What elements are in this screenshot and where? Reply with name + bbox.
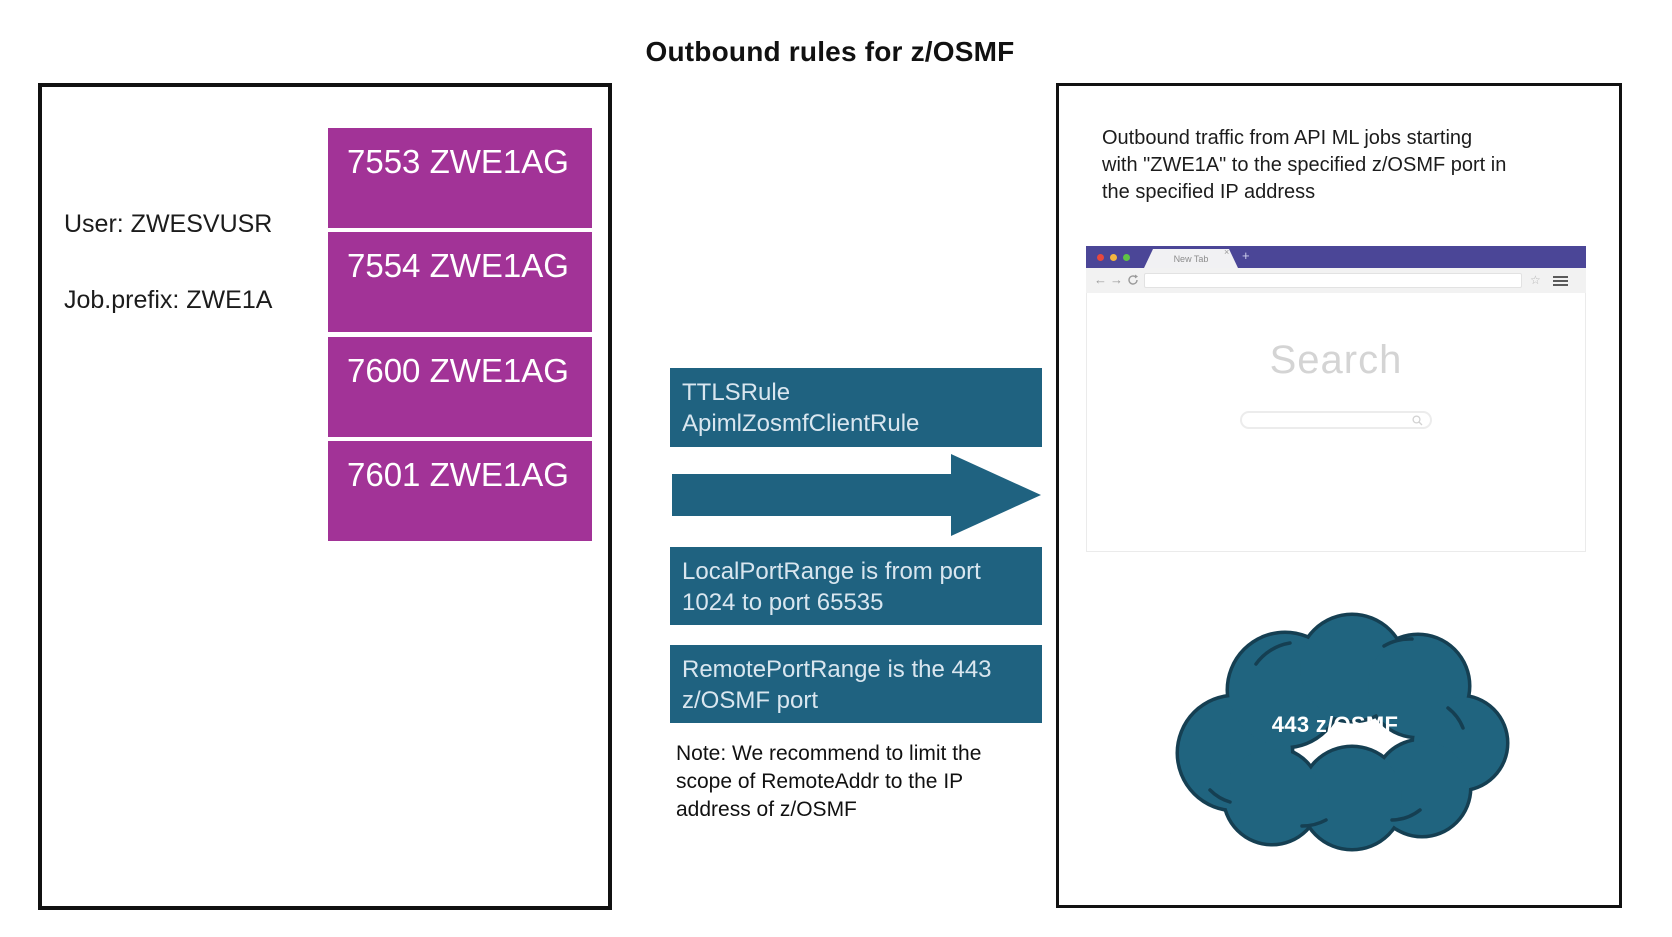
local-port-range-box: LocalPortRange is from port 1024 to port… <box>670 547 1042 625</box>
browser-toolbar: ← → ☆ <box>1086 268 1586 293</box>
tab-close-icon[interactable]: × <box>1224 247 1230 257</box>
zosmf-destination-panel: Outbound traffic from API ML jobs starti… <box>1056 83 1622 908</box>
search-magnifier-icon <box>1412 415 1423 426</box>
search-heading: Search <box>1269 338 1403 382</box>
reload-icon[interactable] <box>1127 274 1139 286</box>
browser-tab[interactable]: New Tab <box>1144 249 1238 268</box>
bookmark-star-icon[interactable]: ☆ <box>1530 273 1541 287</box>
back-icon[interactable]: ← <box>1094 272 1107 287</box>
traffic-light-red-icon <box>1097 254 1104 261</box>
browser-content: Search <box>1086 293 1586 552</box>
page-title: Outbound rules for z/OSMF <box>645 36 1015 67</box>
traffic-light-green-icon <box>1123 254 1130 261</box>
remote-port-range-box: RemotePortRange is the 443 z/OSMF port <box>670 645 1042 723</box>
destination-description: Outbound traffic from API ML jobs starti… <box>1102 127 1507 203</box>
user-label: User: ZWESVUSR <box>64 210 273 238</box>
port-box: 7554 ZWE1AG <box>328 232 592 332</box>
url-bar[interactable] <box>1144 273 1522 288</box>
flow-arrow-icon <box>672 454 1041 536</box>
note-text: Note: We recommend to limit the scope of… <box>676 742 982 821</box>
port-box: 7553 ZWE1AG <box>328 128 592 228</box>
browser-titlebar: New Tab × + <box>1086 246 1586 268</box>
ttls-rule-box: TTLSRule ApimlZosmfClientRule <box>670 368 1042 447</box>
new-tab-button[interactable]: + <box>1242 248 1250 263</box>
traffic-light-yellow-icon <box>1110 254 1117 261</box>
menu-icon[interactable] <box>1553 276 1568 286</box>
zosmf-cloud <box>1175 612 1510 852</box>
port-box: 7601 ZWE1AG <box>328 441 592 541</box>
port-box: 7600 ZWE1AG <box>328 337 592 437</box>
job-prefix-label: Job.prefix: ZWE1A <box>64 286 273 314</box>
cloud-label: 443 z/OSMF <box>1271 712 1399 737</box>
forward-icon[interactable]: → <box>1110 272 1123 287</box>
search-input[interactable] <box>1240 411 1432 429</box>
apiml-jobs-panel: User: ZWESVUSR Job.prefix: ZWE1A 7553 ZW… <box>38 83 612 910</box>
browser-window: New Tab × + ← → ☆ Search <box>1086 246 1586 552</box>
